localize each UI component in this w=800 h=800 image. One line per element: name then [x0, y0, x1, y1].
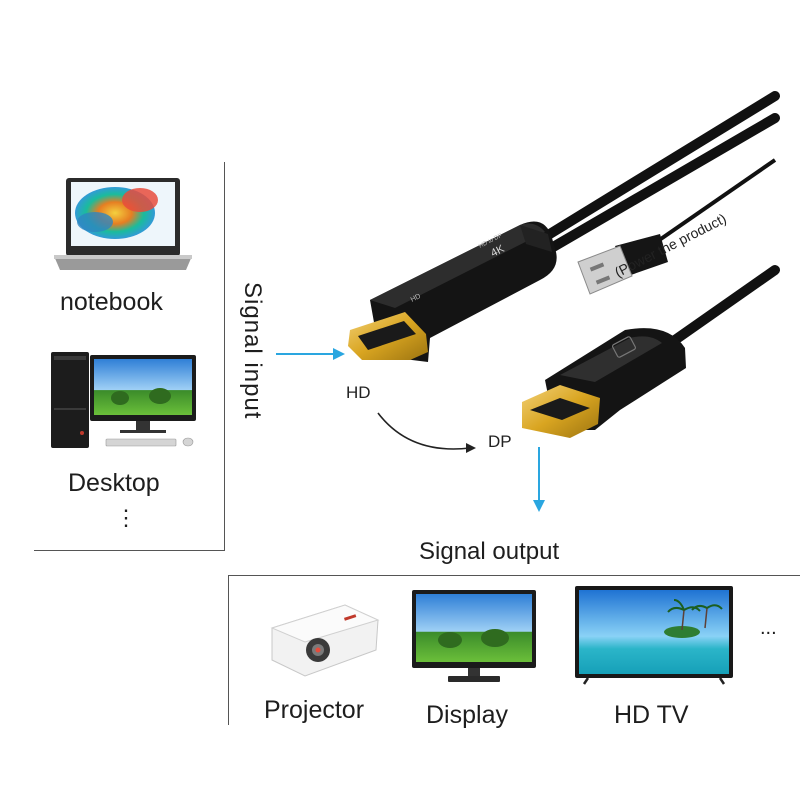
outputs-more-label: ...	[760, 617, 777, 639]
usb-power-note: (Power the product)	[612, 210, 729, 281]
hdmi-plug-body	[370, 221, 557, 362]
hd-tv-label: HD TV	[614, 701, 689, 729]
sources-more-label: ⋮	[115, 505, 137, 530]
hd-tv-icon	[575, 586, 733, 685]
signal-output-label: Signal output	[419, 538, 560, 565]
desktop-label: Desktop	[68, 469, 160, 497]
display-icon	[412, 590, 536, 682]
source-frame-vertical	[224, 162, 225, 550]
plug-text-hd: HD	[410, 293, 422, 304]
projector-icon	[270, 604, 380, 677]
plug-text-4k: 4K	[489, 243, 507, 260]
dp-gold-tip	[522, 385, 600, 438]
hd-label: HD	[346, 383, 371, 402]
display-label: Display	[426, 701, 508, 729]
projector-label: Projector	[264, 696, 365, 724]
notebook-label: notebook	[60, 288, 163, 316]
plug-text-hd-to-dp: HD to DP	[478, 233, 503, 250]
source-frame-bottom	[34, 550, 225, 551]
displayport-plug	[545, 328, 686, 430]
dp-label: DP	[488, 432, 512, 451]
output-frame-left	[228, 575, 229, 725]
signal-input-label: Signal input	[239, 282, 266, 420]
hdmi-gold-tip	[348, 312, 428, 360]
output-frame-top	[228, 575, 800, 576]
